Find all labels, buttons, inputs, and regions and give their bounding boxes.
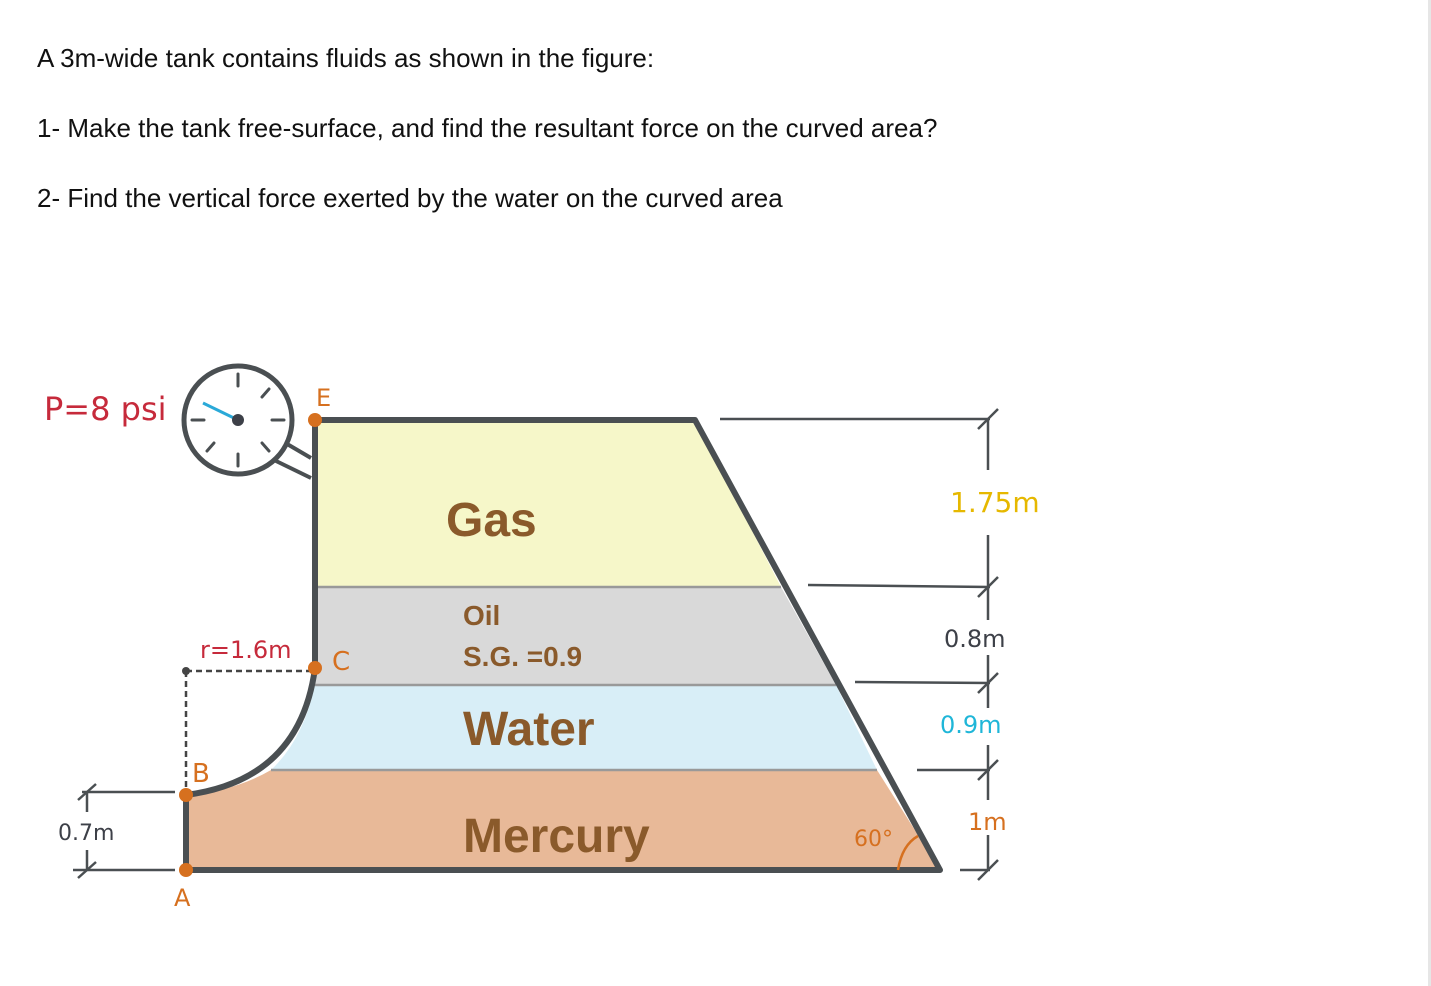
point-a-label: A <box>174 884 191 912</box>
question-1: 1- Make the tank free-surface, and find … <box>37 113 938 143</box>
gas-label: Gas <box>446 494 537 547</box>
water-label: Water <box>463 703 595 756</box>
dim-gas: 1.75m <box>950 486 1040 519</box>
right-dimension-lines <box>720 408 999 881</box>
right-edge-line <box>1428 0 1431 986</box>
oil-sg-label: S.G. =0.9 <box>463 641 582 672</box>
dim-oil: 0.8m <box>944 625 1006 653</box>
angle-arc <box>896 834 919 871</box>
gas-layer <box>315 420 781 587</box>
point-e-label: E <box>316 384 331 412</box>
point-b-label: B <box>192 759 210 789</box>
gauge-needle <box>202 401 239 422</box>
radius-center-dot <box>182 667 190 675</box>
point-c-label: C <box>332 647 350 677</box>
point-e-marker <box>308 413 322 427</box>
point-b-marker <box>179 788 193 802</box>
pressure-gauge <box>181 363 313 480</box>
problem-intro: A 3m-wide tank contains fluids as shown … <box>37 43 655 73</box>
radius-label: r=1.6m <box>200 636 292 664</box>
point-c-marker <box>308 661 322 675</box>
oil-layer <box>315 587 836 685</box>
question-2: 2- Find the vertical force exerted by th… <box>37 183 783 213</box>
tank-wall <box>183 417 943 873</box>
angle-label: 60° <box>854 827 893 852</box>
water-layer <box>271 685 877 770</box>
dim-mercury: 1m <box>968 808 1007 836</box>
left-dimension-lines <box>73 783 175 879</box>
dim-water: 0.9m <box>940 711 1002 739</box>
oil-label: Oil <box>463 600 500 631</box>
point-a-marker <box>179 863 193 877</box>
dim-ab: 0.7m <box>58 821 114 846</box>
mercury-label: Mercury <box>463 810 650 863</box>
mercury-layer <box>186 770 940 870</box>
pressure-label: P=8 psi <box>44 390 167 428</box>
